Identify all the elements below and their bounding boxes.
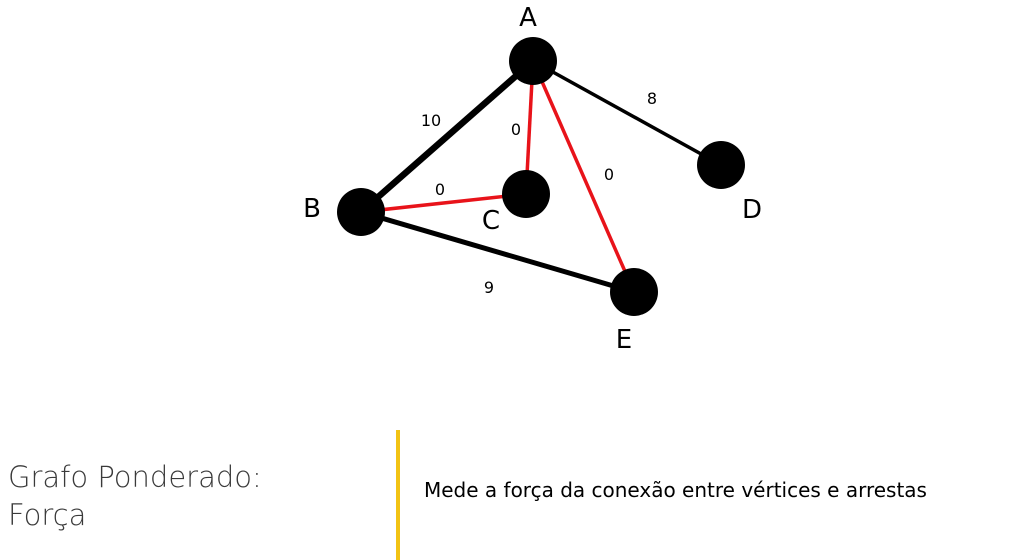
node-e (610, 268, 658, 316)
edge-b-e (360, 209, 635, 295)
node-label-b: B (303, 194, 321, 224)
edge-weight-a-e: 0 (604, 165, 614, 184)
edge-a-e (531, 60, 636, 293)
vertical-divider (396, 430, 400, 560)
node-a (509, 37, 557, 85)
node-c (502, 170, 550, 218)
edges-layer (358, 58, 722, 295)
node-labels-layer: A B C D E (303, 3, 762, 355)
slide-description: Mede a força da conexão entre vértices e… (424, 478, 927, 502)
slide-title-line-2: Força (8, 498, 87, 532)
node-d (697, 141, 745, 189)
node-label-d: D (742, 195, 762, 225)
node-label-a: A (519, 3, 537, 33)
edge-weight-b-c: 0 (435, 180, 445, 199)
node-label-e: E (616, 325, 632, 355)
edge-weight-b-e: 9 (484, 278, 494, 297)
edge-weight-a-d: 8 (647, 89, 657, 108)
node-b (337, 188, 385, 236)
edge-weight-a-c: 0 (511, 120, 521, 139)
nodes-layer (337, 37, 745, 316)
edge-b-c (360, 192, 527, 214)
slide-title: Grafo Ponderado: Força (8, 458, 262, 534)
edge-weights-layer: 10 0 0 8 0 9 (421, 89, 657, 297)
node-label-c: C (482, 206, 500, 236)
slide-title-line-1: Grafo Ponderado: (8, 460, 262, 494)
edge-a-d (532, 59, 722, 167)
weighted-graph-diagram: 10 0 0 8 0 9 A B C D E (303, 3, 762, 355)
edge-a-b (358, 58, 536, 215)
edge-weight-a-b: 10 (421, 111, 441, 130)
